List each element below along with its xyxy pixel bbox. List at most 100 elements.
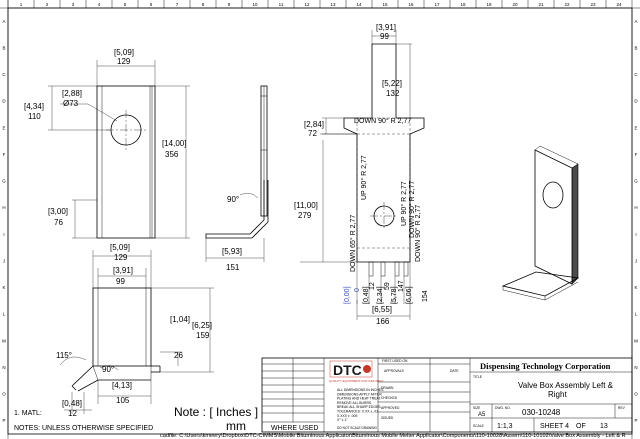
flat-bend-right-b: DOWN 90° R 2,77	[408, 181, 416, 238]
flat-bend-left: UP 90° R 2,77	[360, 155, 368, 200]
top-bottom-mm: 105	[116, 396, 130, 405]
flat-bend-low: DOWN 65° R 2,77	[349, 215, 357, 272]
tolerance-note-line: TOLERANCES: X.XX ± .03	[337, 410, 378, 414]
border-zone-letter-left: C	[2, 72, 6, 77]
do-not-scale: DO NOT SCALE DRAWING	[337, 426, 377, 430]
border-zone-letter-right: J	[635, 258, 637, 263]
border-zone-number: 8	[202, 2, 205, 7]
approvals-label: APPROVALS	[384, 369, 405, 373]
front-bottom-mm: 76	[54, 218, 63, 227]
sheet-number: SHEET 4	[540, 423, 569, 430]
border-zone-letter-right: M	[634, 338, 638, 343]
company-name: Dispensing Technology Corporation	[480, 361, 611, 371]
front-hole-dia-bracket: [2,88]	[62, 89, 82, 98]
tolerance-note-line: ALL DIMENSIONS IN INCHES.	[337, 388, 384, 392]
flat-ord-1-bracket: [0,48]	[363, 286, 370, 304]
flat-bend-bottom: DOWN 90° R 2,77	[414, 205, 422, 262]
title-block	[261, 357, 633, 433]
border-zone-number: 21	[538, 2, 544, 7]
border-zone-letter-right: D	[634, 99, 638, 104]
flat-side-tab-mm: 72	[308, 129, 317, 138]
tolerance-note-line: X° ± 1°	[337, 418, 348, 422]
border-zone-letter-left: H	[2, 205, 5, 210]
scale-label: SCALE	[473, 424, 485, 428]
dtc-logo: DTC QUALITY EQUIPMENT FOR INDUSTRY	[329, 360, 384, 383]
front-hole-dia-mm: Ø73	[63, 99, 79, 108]
border-zone-letter-left: P	[2, 418, 5, 423]
top-angle-90: 90°	[102, 365, 114, 374]
bent-side-view: 90° [5,93] 151	[205, 180, 269, 272]
title-label: TITLE	[473, 375, 483, 379]
border-zone-letter-left: E	[2, 125, 5, 130]
dtc-logo-sub: QUALITY EQUIPMENT FOR INDUSTRY	[329, 379, 384, 383]
border-zone-letter-left: G	[2, 179, 6, 184]
border-zone-letter-right: G	[634, 179, 638, 184]
units-mm: mm	[226, 419, 246, 433]
tolerance-note-line: DIMENSIONS APPLY AFTER	[337, 392, 382, 396]
border-zone-letter-left: J	[3, 258, 5, 263]
border-zone-letter-right: N	[634, 365, 637, 370]
units-note: Note : [ Inches ]	[174, 405, 258, 419]
border-zone-number: 15	[382, 2, 388, 7]
border-zone-letter-right: L	[635, 312, 638, 317]
date-label: DATE	[450, 369, 459, 373]
flat-ord-0-bracket: [0,00]	[344, 286, 351, 304]
border-zone-number: 11	[279, 2, 284, 7]
top-small-mm: 12	[68, 409, 77, 418]
flat-pattern-view: [3,91] 99 [5,22] 132 [2,84] 72 DOWN 90° …	[294, 23, 429, 326]
border-zone-number: 24	[616, 2, 622, 7]
border-zone-letter-left: D	[2, 99, 6, 104]
flat-height-mm: 279	[298, 211, 312, 220]
front-bottom-bracket: [3,00]	[48, 207, 68, 216]
border-zone-letter-left: F	[3, 152, 6, 157]
size-value: A5	[478, 412, 486, 418]
border-zone-letter-left: B	[2, 45, 5, 50]
tolerance-notes: ALL DIMENSIONS IN INCHES.DIMENSIONS APPL…	[337, 388, 384, 422]
border-zone-letter-right: I	[635, 232, 636, 237]
top-tab-mm: 26	[174, 351, 183, 360]
first-used-label: FIRST USED ON	[382, 359, 408, 363]
tolerance-note-line: PLATING AND HEAT TREAT.	[337, 397, 381, 401]
title-line-1: Valve Box Assembly Left &	[518, 381, 614, 390]
border-zone-letter-left: K	[2, 285, 5, 290]
flat-tab-height-bracket: [5,22]	[382, 79, 402, 88]
matl-note: 1. MATL:	[14, 410, 42, 417]
tolerance-note-line: BREAK ALL SHARP EDGES.	[337, 405, 382, 409]
border-zone-number: 2	[46, 2, 49, 7]
front-hole-offset-bracket: [4,34]	[24, 102, 44, 111]
flat-width-mm: 166	[376, 317, 390, 326]
border-zone-letter-left: I	[3, 232, 4, 237]
where-used: WHERE USED	[271, 425, 318, 432]
drawn-label: DRAWN	[381, 386, 394, 390]
border-zone-number: 20	[512, 2, 518, 7]
border-zone-number: 18	[460, 2, 466, 7]
top-inner-bracket: [3,91]	[113, 266, 133, 275]
border-zone-letter-right: F	[635, 152, 638, 157]
border-zone-number: 10	[252, 2, 258, 7]
issued-label: ISSUED	[381, 416, 394, 420]
flat-ord-3-bracket: [5,78]	[391, 286, 398, 304]
border-zone-number: 16	[408, 2, 414, 7]
dwg-label: DWG. NO.	[495, 406, 511, 410]
top-view: [5,09] 129 [3,91] 99 [6,25] 159 [1,04] 2…	[56, 243, 214, 418]
size-label: SIZE	[473, 406, 481, 410]
top-outer-mm: 129	[114, 253, 128, 262]
top-angle-115: 115°	[56, 351, 72, 360]
border-zone-number: 1	[20, 2, 23, 7]
front-width-bracket: [5,09]	[114, 48, 134, 57]
border-zone-letter-right: H	[634, 205, 637, 210]
border-zone-letter-right: B	[634, 45, 637, 50]
dtc-logo-text: DTC	[333, 362, 362, 378]
flat-ord-2-mm: 59	[384, 282, 391, 290]
side-flange-mm: 151	[226, 263, 240, 272]
border-zone-number: 7	[176, 2, 179, 7]
rev-label: REV	[618, 406, 626, 410]
sheet-total: 13	[600, 423, 608, 430]
front-hole-offset-mm: 110	[28, 112, 41, 121]
border-zone-number: 6	[150, 2, 153, 7]
border-zone-letter-right: E	[634, 125, 637, 130]
front-width-mm: 129	[117, 57, 131, 66]
border-zone-letter-right: P	[634, 418, 637, 423]
